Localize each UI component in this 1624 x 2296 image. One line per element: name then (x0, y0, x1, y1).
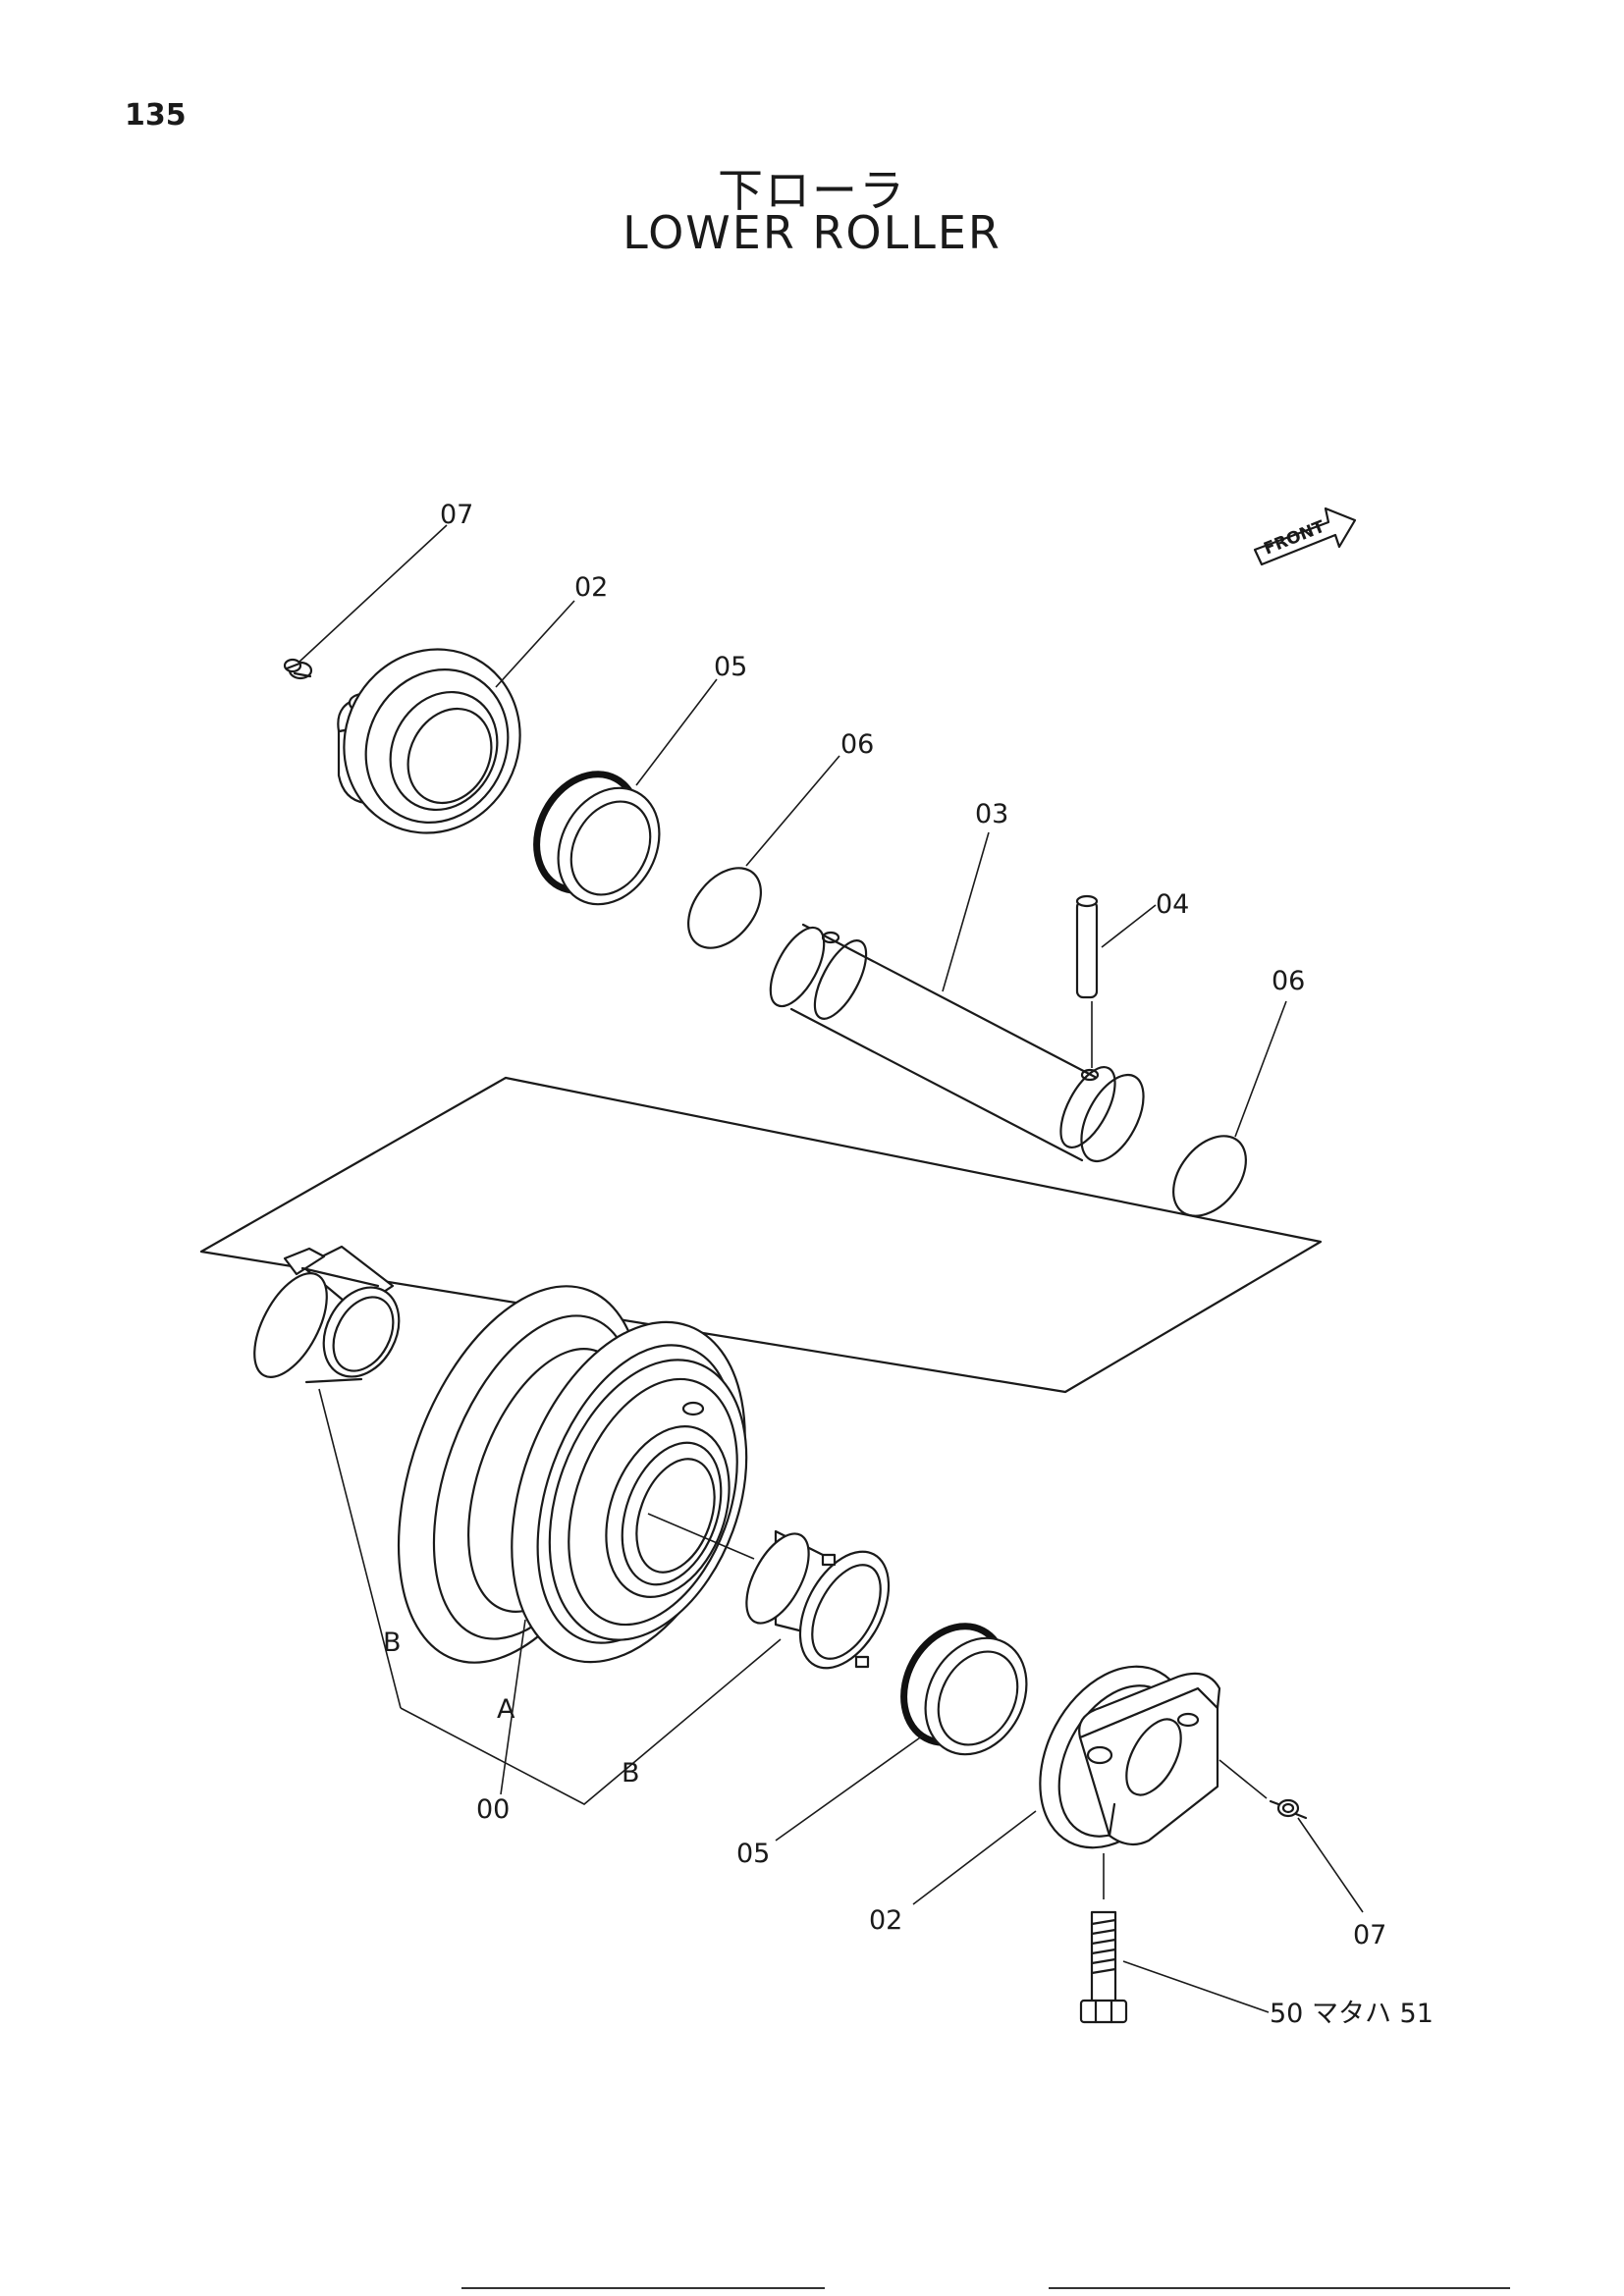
page-number: 135 (125, 98, 187, 133)
floating-seal-bottom (900, 1623, 1028, 1756)
leader-07-axis (1218, 1759, 1268, 1799)
leader-07-top (298, 524, 448, 663)
o-ring-right (1172, 1135, 1247, 1217)
leader-03 (942, 831, 990, 992)
callout-02-bottom: 02 (869, 1905, 902, 1936)
leader-50 (1122, 1960, 1270, 2013)
leader-02-top (495, 600, 575, 688)
floating-seal-top (533, 771, 661, 906)
leader-05-top (635, 678, 718, 786)
callout-b-bottom: B (622, 1758, 640, 1789)
callout-05-top: 05 (714, 652, 747, 682)
leader-06-left (745, 755, 840, 867)
footer-rule-right (1049, 2287, 1510, 2289)
leader-b-bracket (400, 1638, 782, 1805)
retaining-pin (1075, 894, 1099, 999)
footer-rule-left (461, 2287, 825, 2289)
callout-b-left: B (383, 1628, 402, 1658)
grease-plug-bottom (1269, 1798, 1308, 1820)
grease-plug-top (283, 658, 313, 680)
front-arrow-icon: FRONT (1253, 507, 1357, 566)
callout-00: 00 (476, 1794, 510, 1825)
bushing-left (253, 1245, 401, 1384)
end-collar-top (337, 648, 521, 834)
callout-02-top: 02 (574, 572, 608, 603)
leader-a (500, 1619, 526, 1795)
leader-b-left-up (318, 1388, 402, 1709)
callout-a: A (497, 1694, 515, 1725)
front-label: FRONT (1261, 517, 1327, 560)
callout-06-right: 06 (1272, 966, 1305, 996)
leader-04 (1101, 904, 1157, 948)
callout-07-bottom: 07 (1353, 1920, 1386, 1950)
leader-02-bottom (912, 1810, 1037, 1905)
roller-shaft (769, 923, 1145, 1163)
title-english: LOWER ROLLER (623, 206, 1001, 259)
assembly-outline (199, 1076, 1323, 1394)
callout-06-left: 06 (840, 729, 874, 760)
leader-06-right (1234, 1000, 1287, 1138)
leader-05-bottom (775, 1735, 924, 1842)
bushing-right (745, 1529, 891, 1670)
mounting-bolt (1079, 1910, 1128, 2024)
roller-wheel (397, 1285, 748, 1664)
end-collar-bottom (1039, 1665, 1221, 1849)
leader-wheel-axis (647, 1513, 755, 1560)
o-ring-left (687, 867, 762, 949)
callout-05-bottom: 05 (736, 1839, 770, 1869)
callout-07-top: 07 (440, 500, 473, 530)
title-japanese: 下ローラ (718, 164, 906, 217)
callout-50: 50 マタハ 51 (1270, 1999, 1434, 2029)
callout-04: 04 (1156, 889, 1189, 920)
leader-07-bottom (1297, 1817, 1364, 1913)
callout-03: 03 (975, 799, 1008, 829)
